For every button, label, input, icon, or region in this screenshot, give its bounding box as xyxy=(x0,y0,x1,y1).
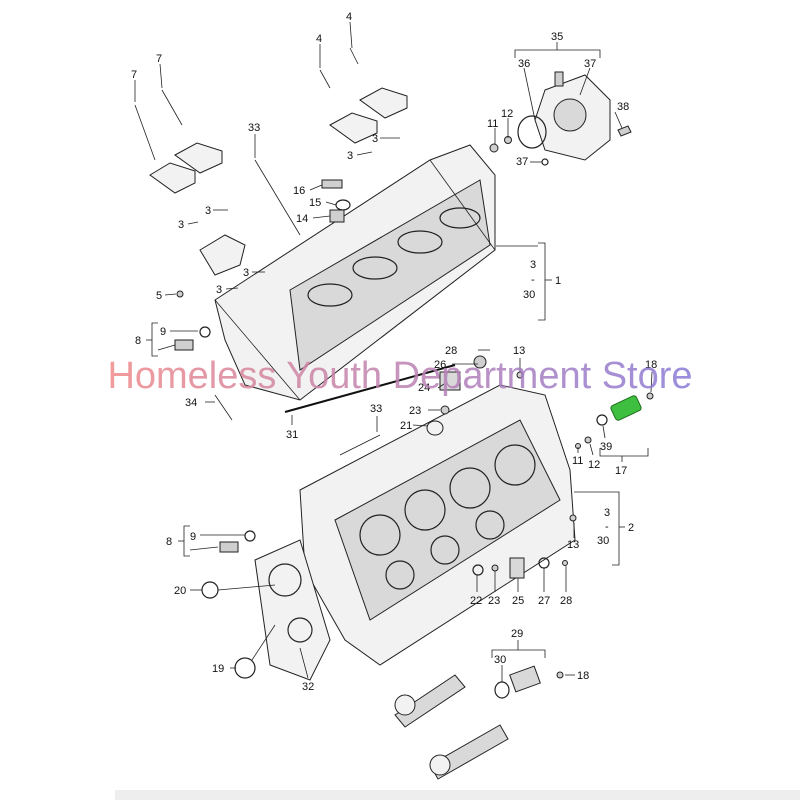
camshafts xyxy=(394,665,564,780)
callout-3a: 3 xyxy=(372,133,378,145)
callout-37: 37 xyxy=(584,58,596,70)
callout-37b: 37 xyxy=(516,156,528,168)
callout-14: 14 xyxy=(296,213,308,225)
callout-8a: 8 xyxy=(135,335,141,347)
gasket-strip xyxy=(284,364,456,413)
ref-1-dash: - xyxy=(531,274,535,286)
callout-11: 11 xyxy=(487,118,498,130)
callout-39: 39 xyxy=(600,441,612,453)
callout-17: 17 xyxy=(615,465,627,477)
callout-38: 38 xyxy=(617,101,629,113)
ref-2-top: 3 xyxy=(604,507,610,519)
callout-36: 36 xyxy=(518,58,530,70)
callout-12: 12 xyxy=(501,108,513,120)
callout-8b: 8 xyxy=(166,536,172,548)
callout-13a: 13 xyxy=(513,345,525,357)
callout-35: 35 xyxy=(551,31,563,43)
callout-3e: 3 xyxy=(243,267,249,279)
callout-33b: 33 xyxy=(370,403,382,415)
callout-22: 22 xyxy=(470,595,482,607)
highlighted-actuator xyxy=(610,395,642,421)
callout-28b: 28 xyxy=(560,595,572,607)
callout-7a: 7 xyxy=(156,53,162,65)
callout-25: 25 xyxy=(512,595,524,607)
callout-labels: 35 36 37 38 12 11 37 4 4 7 7 33 3 3 16 1… xyxy=(131,11,657,693)
lower-cylinder-head xyxy=(254,384,576,681)
lower-small-parts xyxy=(201,355,654,679)
store-watermark: Homeless Youth Department Store xyxy=(107,355,692,397)
upper-cylinder-head xyxy=(149,87,496,401)
callout-20: 20 xyxy=(174,585,186,597)
callout-9b: 9 xyxy=(190,531,196,543)
callout-30: 30 xyxy=(494,654,506,666)
leader-lines xyxy=(134,21,653,682)
callout-32: 32 xyxy=(302,681,314,693)
callout-31: 31 xyxy=(286,429,298,441)
callout-7b: 7 xyxy=(131,69,137,81)
callout-3b: 3 xyxy=(347,150,353,162)
callout-4b: 4 xyxy=(316,33,322,45)
callout-26: 26 xyxy=(434,359,446,371)
callout-27: 27 xyxy=(538,595,550,607)
callout-18a: 18 xyxy=(645,359,657,371)
callout-9a: 9 xyxy=(160,326,166,338)
callout-4a: 4 xyxy=(346,11,352,23)
callout-15: 15 xyxy=(309,197,321,209)
callout-18b: 18 xyxy=(577,670,589,682)
callout-13b: 13 xyxy=(567,539,579,551)
ref-1-top: 3 xyxy=(530,259,536,271)
callout-19: 19 xyxy=(212,663,224,675)
vacuum-pump xyxy=(489,71,632,166)
ref-1: 1 xyxy=(555,275,561,287)
callout-24: 24 xyxy=(418,382,430,394)
callout-34: 34 xyxy=(185,397,197,409)
callout-33a: 33 xyxy=(248,122,260,134)
ref-2: 2 xyxy=(628,522,634,534)
callout-23a: 23 xyxy=(409,405,421,417)
callout-23b: 23 xyxy=(488,595,500,607)
ref-1-bottom: 30 xyxy=(523,289,535,301)
bottom-strip xyxy=(115,790,800,800)
callout-29: 29 xyxy=(511,628,523,640)
ref-2-bottom: 30 xyxy=(597,535,609,547)
callout-3f: 3 xyxy=(216,284,222,296)
callout-3c: 3 xyxy=(205,205,211,217)
callout-28a: 28 xyxy=(445,345,457,357)
callout-16: 16 xyxy=(293,185,305,197)
callout-21: 21 xyxy=(400,420,412,432)
callout-12b: 12 xyxy=(588,459,600,471)
callout-5: 5 xyxy=(156,290,162,302)
callout-11b: 11 xyxy=(572,455,583,467)
ref-2-dash: - xyxy=(605,521,609,533)
callout-3d: 3 xyxy=(178,219,184,231)
